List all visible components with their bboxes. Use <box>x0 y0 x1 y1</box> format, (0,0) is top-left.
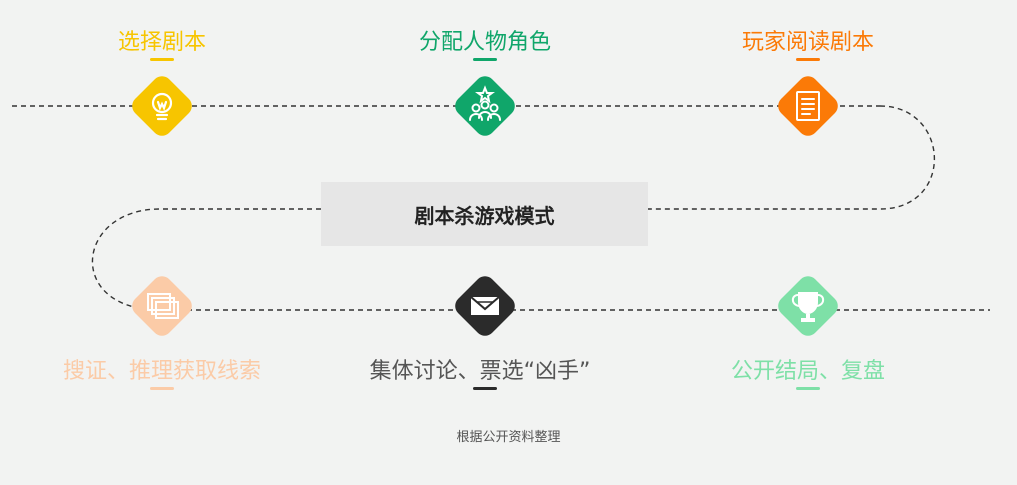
envelope-icon <box>470 296 500 315</box>
step-5-node <box>455 276 515 336</box>
left-dashed-curve <box>91 208 321 311</box>
step-3-node <box>778 76 838 136</box>
step-6-label: 公开结局、复盘 <box>730 359 885 384</box>
cards-icon <box>147 293 179 319</box>
step-4-underline <box>150 387 174 390</box>
step-2-node <box>455 76 515 136</box>
step-5-underline <box>473 387 497 390</box>
step-1-node <box>132 76 192 136</box>
step-1-underline <box>150 58 174 61</box>
people-icon <box>469 85 501 121</box>
step-3-underline <box>796 58 820 61</box>
step-2-underline <box>473 58 497 61</box>
step-5-label: 集体讨论、票选“凶手” <box>369 359 591 384</box>
document-icon <box>796 91 820 121</box>
step-6-underline <box>796 387 820 390</box>
trophy-icon <box>791 292 825 322</box>
diagram-title: 剧本杀游戏模式 <box>321 182 648 246</box>
step-2-label: 分配人物角色 <box>418 30 551 55</box>
step-4-node <box>132 276 192 336</box>
step-3-label: 玩家阅读剧本 <box>741 30 874 55</box>
step-1-label: 选择剧本 <box>117 30 206 55</box>
step-6-node <box>778 276 838 336</box>
source-note: 根据公开资料整理 <box>456 430 561 445</box>
step-4-label: 搜证、推理获取线索 <box>62 359 261 384</box>
lightbulb-icon <box>151 92 173 121</box>
